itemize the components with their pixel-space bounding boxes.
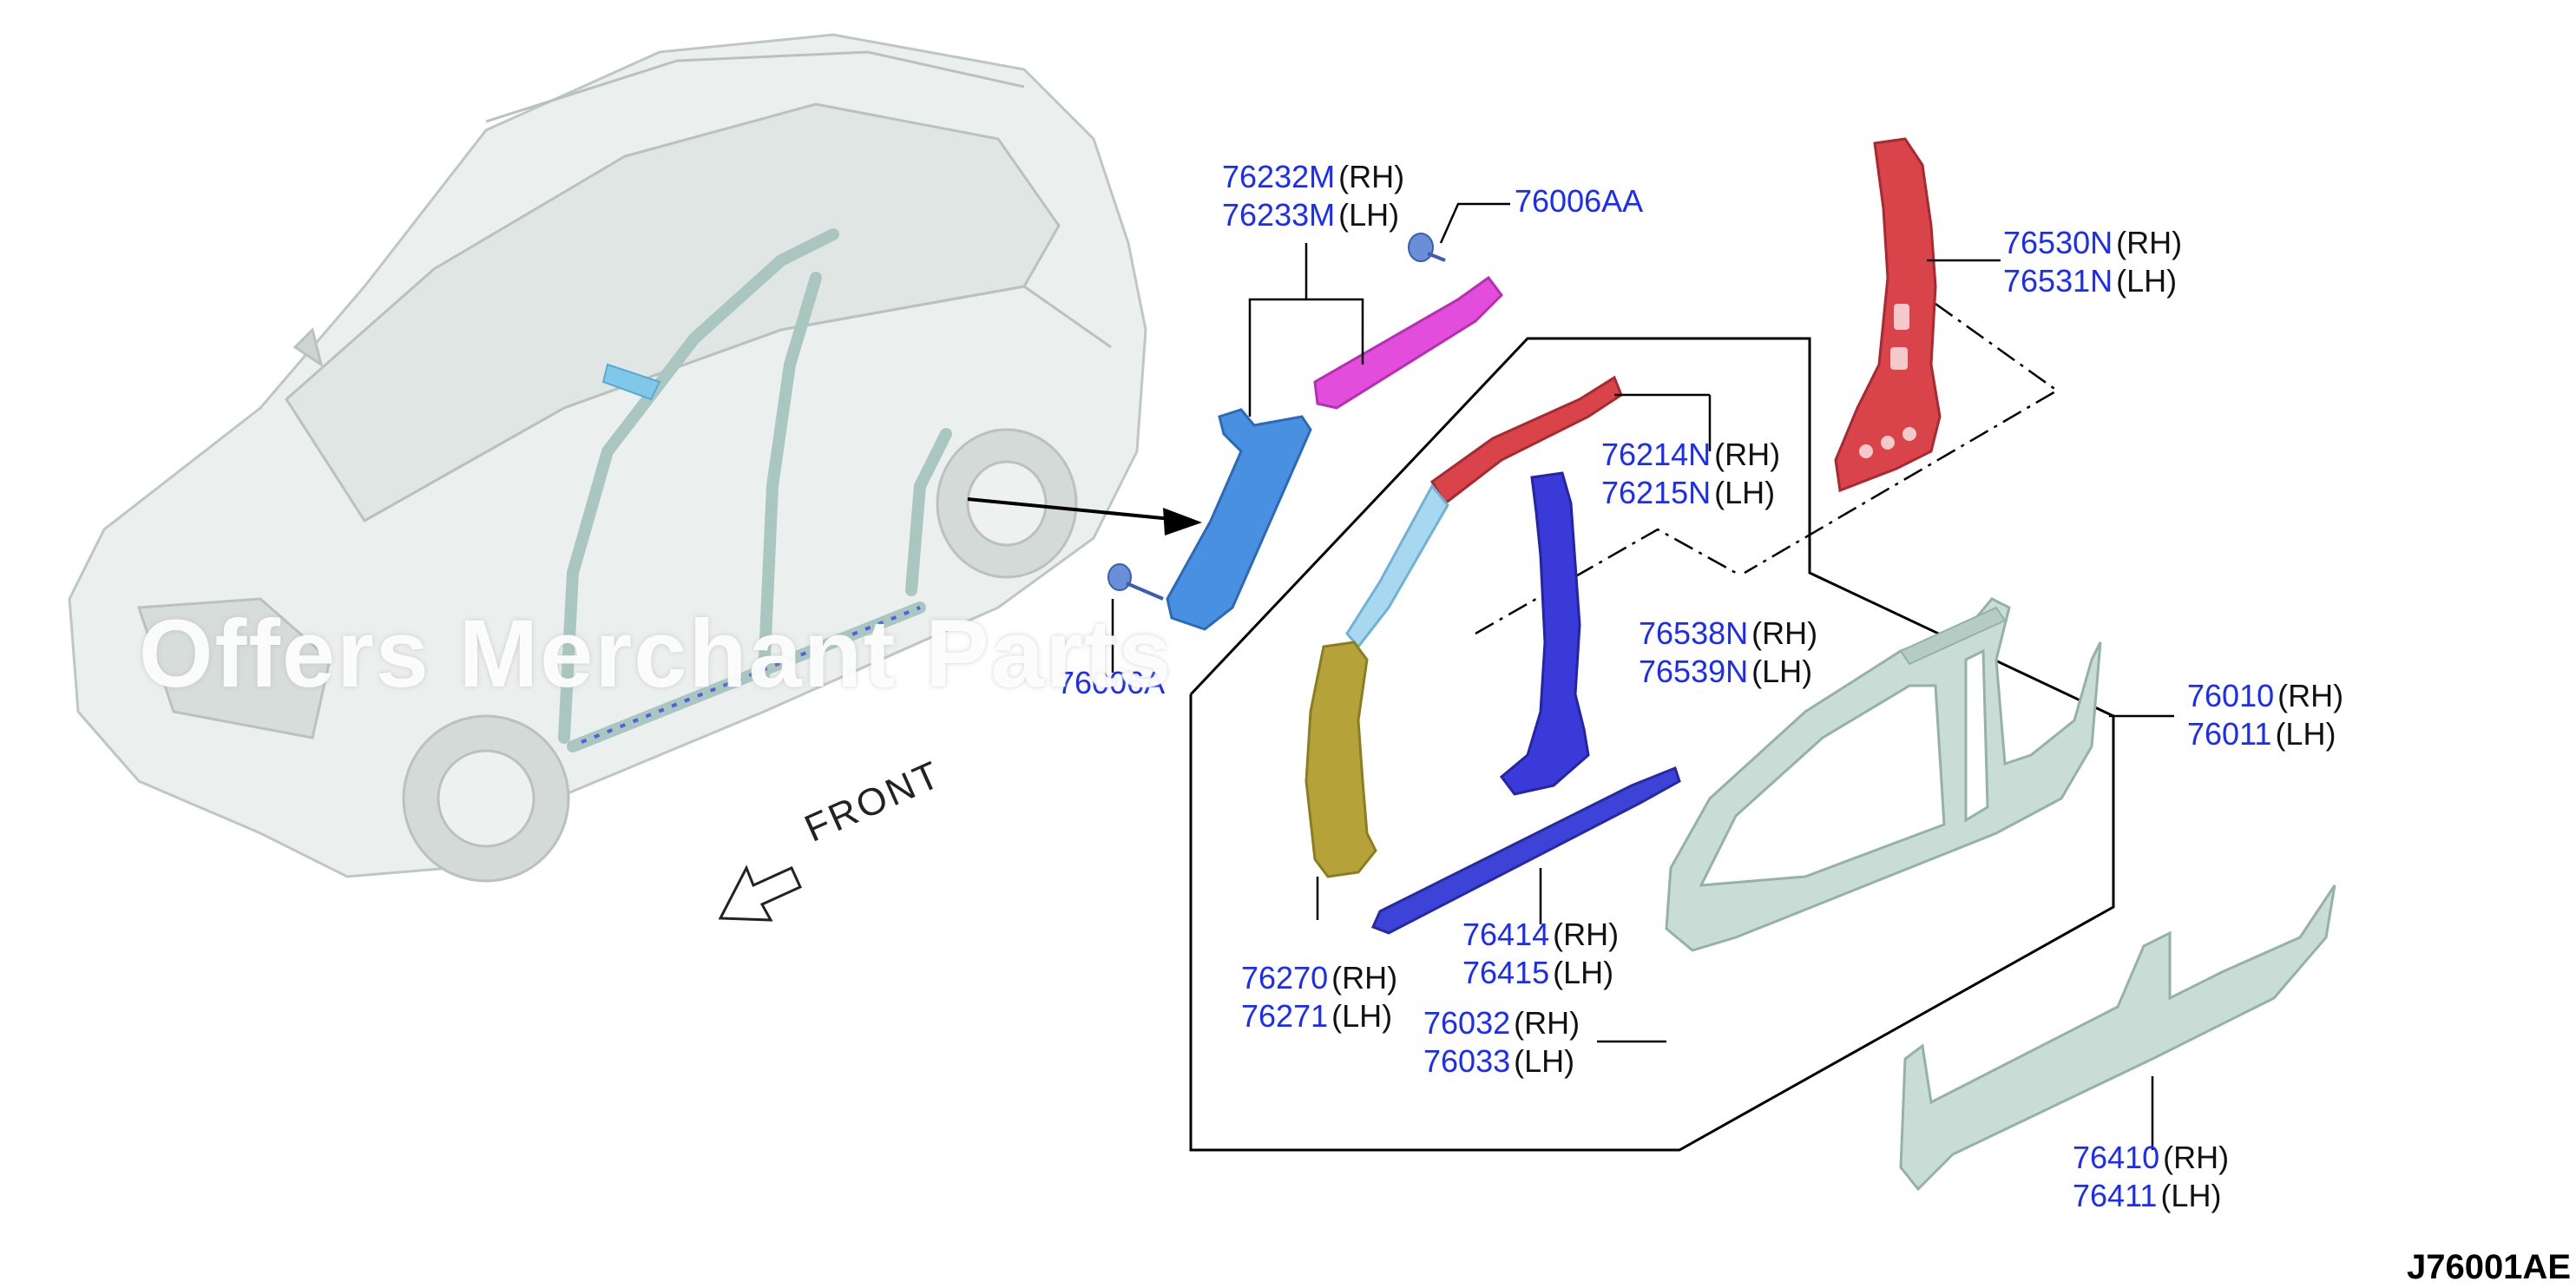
label-76006aa: 76006AA	[1515, 182, 1643, 220]
side-indicator: (RH)	[2116, 225, 2183, 260]
part-76410-sill-outer	[1899, 884, 2336, 1192]
part-number[interactable]: 76032	[1423, 1005, 1511, 1041]
part-76538n-center-pillar	[1499, 471, 1590, 796]
side-indicator: (RH)	[1338, 159, 1405, 194]
part-number[interactable]: 76415	[1462, 955, 1550, 990]
side-indicator: (RH)	[1553, 917, 1620, 952]
part-number[interactable]: 76215N	[1601, 475, 1712, 510]
part-76530n-rear-pillar	[1834, 137, 1942, 493]
side-indicator: (RH)	[2163, 1140, 2230, 1175]
part-number[interactable]: 76214N	[1601, 437, 1712, 472]
part-number[interactable]: 76538N	[1639, 615, 1749, 651]
part-number[interactable]: 76531N	[2003, 263, 2113, 299]
front-arrow-icon	[718, 864, 802, 922]
side-indicator: (LH)	[1338, 197, 1400, 233]
label-76232m-76233m: 76232M(RH) 76233M(LH)	[1222, 158, 1404, 234]
side-indicator: (RH)	[1714, 437, 1781, 472]
side-indicator: (RH)	[1751, 615, 1818, 651]
part-number[interactable]: 76010	[2187, 678, 2275, 713]
part-number[interactable]: 76233M	[1222, 197, 1336, 233]
side-indicator: (LH)	[2160, 1178, 2222, 1213]
side-indicator: (RH)	[1331, 960, 1398, 996]
side-indicator: (LH)	[1331, 998, 1393, 1034]
side-indicator: (RH)	[2277, 678, 2344, 713]
label-76032-76033: 76032(RH) 76033(LH)	[1423, 1004, 1580, 1081]
part-number[interactable]: 76411	[2073, 1178, 2158, 1213]
part-number[interactable]: 76410	[2073, 1140, 2160, 1175]
label-76006a: 76006A	[1057, 664, 1165, 702]
side-indicator: (LH)	[1714, 475, 1776, 510]
part-76232m-roof-rail	[1313, 275, 1503, 410]
part-76010-door-opening-rear	[1964, 648, 1989, 823]
part-number[interactable]: 76414	[1462, 917, 1550, 952]
part-number[interactable]: 76232M	[1222, 159, 1336, 194]
part-number[interactable]: 76011	[2187, 716, 2272, 752]
label-76538n-76539n: 76538N(RH) 76539N(LH)	[1639, 614, 1817, 691]
part-76006a-clip	[1107, 563, 1164, 601]
label-76214n-76215n: 76214N(RH) 76215N(LH)	[1601, 436, 1780, 512]
detail-arrow-head-icon	[1163, 508, 1202, 536]
part-number[interactable]: 76530N	[2003, 225, 2113, 260]
label-76410-76411: 76410(RH) 76411(LH)	[2073, 1139, 2229, 1215]
part-number[interactable]: 76270	[1241, 960, 1329, 996]
side-indicator: (LH)	[2275, 716, 2336, 752]
part-number[interactable]: 76539N	[1639, 654, 1749, 689]
detail-arrow-line	[967, 497, 1190, 522]
label-76414-76415: 76414(RH) 76415(LH)	[1462, 916, 1619, 992]
label-76270-76271: 76270(RH) 76271(LH)	[1241, 959, 1397, 1035]
guide-lines	[1475, 302, 2060, 635]
part-76214n-lower-section	[1345, 483, 1449, 649]
side-indicator: (LH)	[1514, 1043, 1575, 1079]
part-number[interactable]: 76271	[1241, 998, 1329, 1034]
part-76530n-holes	[1859, 304, 1916, 458]
vehicle-small-part	[601, 363, 661, 401]
part-76010-top-rail	[1899, 606, 2007, 666]
part-76006aa-clip	[1408, 233, 1446, 262]
side-indicator: (LH)	[1553, 955, 1614, 990]
part-number[interactable]: 76006AA	[1515, 183, 1644, 219]
part-76232m-a-pillar	[1166, 408, 1312, 631]
label-76010-76011: 76010(RH) 76011(LH)	[2187, 677, 2343, 753]
part-76270-lower-pillar	[1304, 641, 1377, 878]
part-number[interactable]: 76006A	[1057, 665, 1166, 700]
part-number[interactable]: 76033	[1423, 1043, 1511, 1079]
leader-lines	[1111, 202, 2174, 1150]
part-76214n-roof-rail-inner	[1430, 375, 1623, 506]
diagram-code: J76001AE	[2406, 1248, 2571, 1286]
vehicle-sill-dots	[581, 606, 921, 744]
side-indicator: (LH)	[1751, 654, 1813, 689]
watermark: Offers Merchant Parts	[139, 601, 1173, 707]
side-indicator: (RH)	[1514, 1005, 1580, 1041]
label-76530n-76531n: 76530N(RH) 76531N(LH)	[2003, 224, 2182, 300]
part-76414-sill	[1370, 766, 1681, 935]
side-indicator: (LH)	[2116, 263, 2178, 299]
part-76010-door-opening-front	[1699, 684, 1946, 887]
